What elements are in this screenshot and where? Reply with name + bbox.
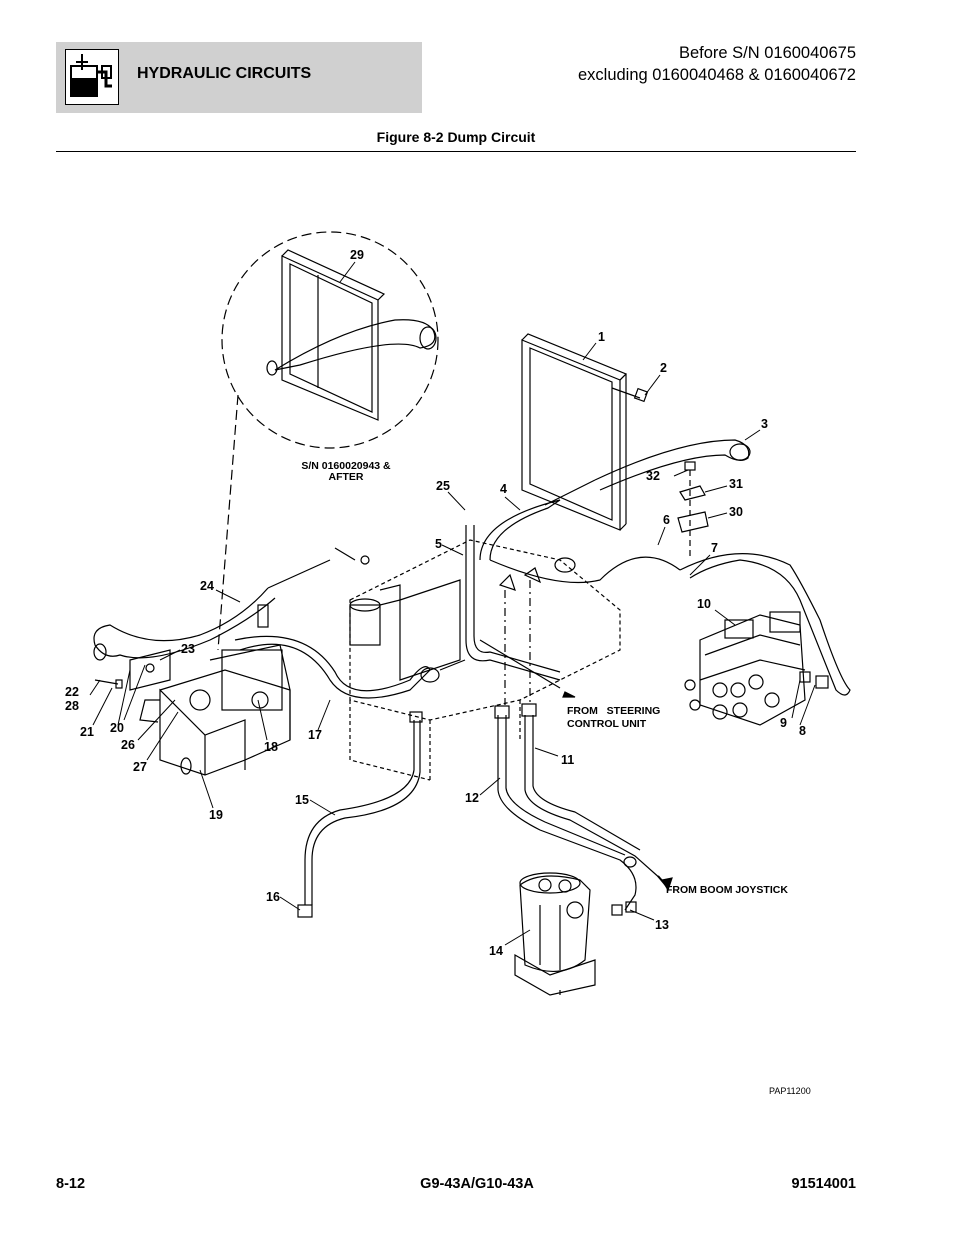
inset-serial-note: S/N 0160020943 & AFTER	[297, 461, 395, 483]
callout-1: 1	[598, 330, 605, 344]
figure-title: Figure 8-2 Dump Circuit	[376, 129, 536, 145]
hose-3	[594, 439, 750, 491]
callout-10: 10	[697, 597, 711, 611]
callout-14: 14	[489, 944, 503, 958]
callout-18: 18	[264, 740, 278, 754]
pump-assembly	[139, 644, 291, 776]
callout-24: 24	[200, 579, 214, 593]
inset-oil-cooler	[266, 249, 437, 421]
drawing-number: PAP11200	[769, 1086, 811, 1096]
callout-4: 4	[500, 482, 507, 496]
callout-5: 5	[435, 537, 442, 551]
page-number: 8-12	[56, 1176, 86, 1192]
filter-assembly	[349, 584, 401, 646]
callout-13: 13	[655, 918, 669, 932]
callout-2: 2	[660, 361, 667, 375]
from-steering-note: FROM STEERING CONTROL UNIT	[567, 705, 660, 731]
hose-7	[679, 553, 851, 696]
callout-31: 31	[729, 477, 743, 491]
callout-22: 22	[65, 685, 79, 699]
callout-30: 30	[729, 505, 743, 519]
callout-21: 21	[80, 725, 94, 739]
header-rule	[56, 151, 856, 152]
from-steering-line-1: FROM STEERING	[567, 705, 661, 717]
inset-detail-circle	[221, 231, 439, 449]
callout-20: 20	[110, 721, 124, 735]
callout-9: 9	[780, 716, 787, 730]
serial-line-2: excluding 0160040468 & 0160040672	[577, 66, 856, 84]
from-steering-line-2: CONTROL UNIT	[567, 718, 647, 730]
priority-valve	[514, 872, 596, 996]
serial-range: Before S/N 0160040675 excluding 01600404…	[578, 42, 856, 86]
hydraulic-tank	[349, 539, 621, 781]
callout-3: 3	[761, 417, 768, 431]
hose-15	[304, 720, 415, 905]
callout-7: 7	[711, 541, 718, 555]
callout-19: 19	[209, 808, 223, 822]
hose-11	[524, 715, 663, 881]
control-valve	[684, 611, 806, 726]
callout-27: 27	[133, 760, 147, 774]
callout-15: 15	[295, 793, 309, 807]
callout-12: 12	[465, 791, 479, 805]
callout-29: 29	[350, 248, 364, 262]
tube-4	[479, 499, 561, 561]
callout-17: 17	[308, 728, 322, 742]
from-boom-joystick-note: FROM BOOM JOYSTICK	[666, 884, 788, 896]
oil-cooler	[521, 333, 628, 531]
callout-8: 8	[799, 724, 806, 738]
callout-26: 26	[121, 738, 135, 752]
tube-5	[465, 525, 561, 681]
callout-6: 6	[663, 513, 670, 527]
inset-note-line-2: AFTER	[328, 471, 364, 483]
hose-17	[234, 635, 431, 699]
callout-23: 23	[181, 642, 195, 656]
hose-12	[497, 715, 637, 911]
document-number: 91514001	[791, 1176, 856, 1192]
section-title: HYDRAULIC CIRCUITS	[137, 65, 312, 82]
inset-note-line-1: S/N 0160020943 &	[301, 460, 391, 472]
callout-16: 16	[266, 890, 280, 904]
hose-24	[93, 587, 276, 659]
tube-6	[489, 556, 681, 584]
hydraulic-circuit-icon	[65, 49, 119, 105]
model-number: G9-43A/G10-43A	[420, 1176, 534, 1192]
serial-line-1: Before S/N 0160040675	[678, 44, 856, 62]
callout-11: 11	[561, 753, 575, 767]
callout-25: 25	[436, 479, 450, 493]
callout-32: 32	[646, 469, 660, 483]
callout-28: 28	[65, 699, 79, 713]
